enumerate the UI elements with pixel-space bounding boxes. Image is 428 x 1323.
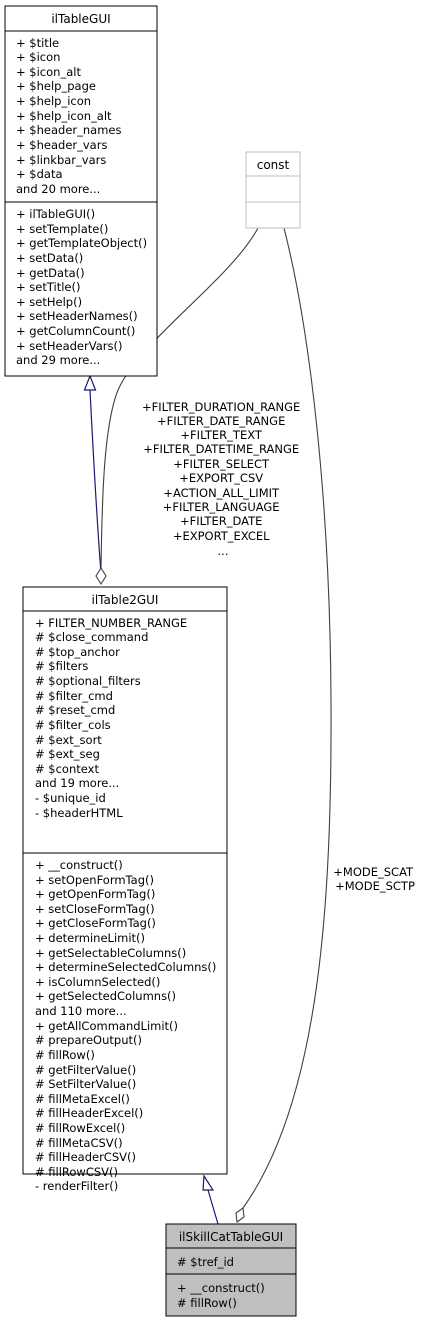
edge-label-const-to-ilskillcattablegui: +MODE_SCAT +MODE_SCTP xyxy=(333,865,416,893)
class-iltable2gui: ilTable2GUI + FILTER_NUMBER_RANGE # $clo… xyxy=(22,586,228,1193)
aggregation-diamond xyxy=(95,566,107,586)
class-const: const xyxy=(245,151,301,229)
class-title: const xyxy=(257,158,290,172)
edge-const-to-iltable2gui xyxy=(95,227,259,586)
edge-iltablegui-to-iltable2gui xyxy=(83,374,102,575)
edge-iltable2gui-to-ilskillcattablegui xyxy=(202,1174,219,1225)
inheritance-arrowhead xyxy=(202,1174,215,1191)
class-title: ilTable2GUI xyxy=(92,593,159,607)
method-list: + ilTableGUI() + setTemplate() + getTemp… xyxy=(16,207,151,367)
edge-label-const-to-iltable2gui: +FILTER_DURATION_RANGE +FILTER_DATE_RANG… xyxy=(142,400,304,558)
class-title: ilSkillCatTableGUI xyxy=(179,1230,283,1244)
attribute-list: # $tref_id xyxy=(177,1255,234,1269)
attribute-list: + FILTER_NUMBER_RANGE # $close_command #… xyxy=(35,616,191,820)
class-title: ilTableGUI xyxy=(51,12,110,26)
aggregation-diamond xyxy=(235,1207,245,1223)
method-list: + __construct() + setOpenFormTag() + get… xyxy=(35,858,220,1193)
class-iltablegui: ilTableGUI + $title + $icon + $icon_alt … xyxy=(4,5,158,377)
attribute-list: + $title + $icon + $icon_alt + $help_pag… xyxy=(16,36,125,196)
edge-const-to-ilskillcattablegui xyxy=(235,227,332,1223)
class-ilskillcattablegui: ilSkillCatTableGUI # $tref_id + __constr… xyxy=(165,1223,297,1317)
inheritance-arrowhead xyxy=(83,374,97,391)
method-list: + __construct() # fillRow() xyxy=(177,1281,268,1310)
